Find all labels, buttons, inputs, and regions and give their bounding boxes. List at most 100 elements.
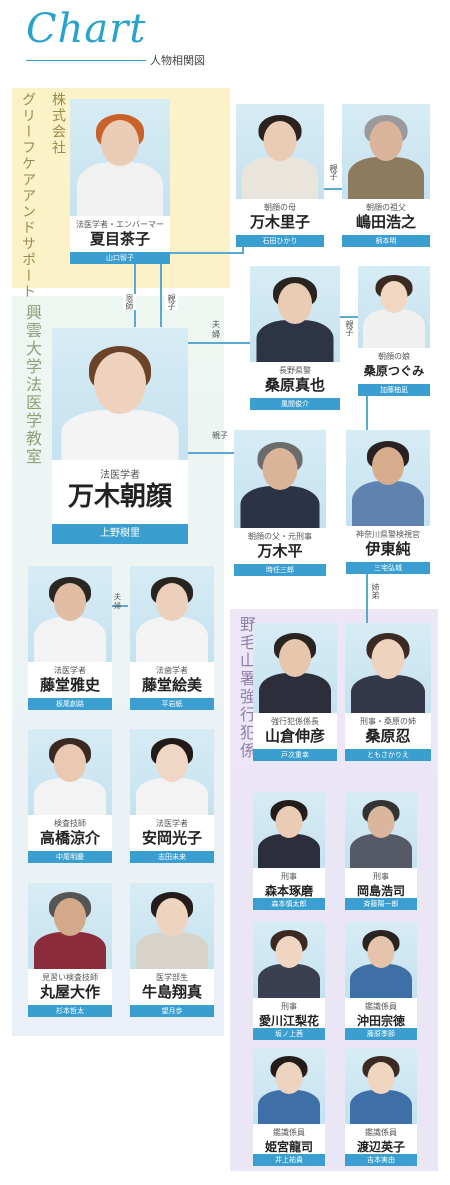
portrait-body: [61, 410, 179, 460]
portrait-body: [350, 1090, 412, 1124]
portrait-body: [259, 673, 331, 713]
portrait-face: [263, 121, 297, 161]
group-label-university: 興雲大学法医学教室: [23, 304, 42, 466]
character-name: 岡島浩司: [356, 884, 405, 898]
character-name: 桑原忍: [365, 727, 411, 745]
character-name: 丸屋大作: [39, 983, 100, 1001]
actor-name: 石田ひかり: [236, 235, 324, 247]
character-name: 藤堂雅史: [39, 676, 100, 694]
card-yamakura: 強行犯係係長山倉伸彦戸次重幸: [253, 623, 337, 761]
card-info: 刑事森本琢磨: [253, 868, 325, 898]
card-info: 朝顔の母万木里子: [236, 199, 324, 235]
character-name: 沖田宗徳: [356, 1014, 405, 1028]
portrait-photo: [345, 792, 417, 868]
portrait-body: [352, 481, 424, 526]
card-info: 朝顔の父・元刑事万木平: [234, 528, 326, 564]
portrait-face: [275, 806, 303, 838]
character-role: 検査技師: [54, 819, 86, 828]
character-name: 山倉伸彦: [264, 727, 325, 745]
card-info: 法歯学者藤堂絵美: [130, 662, 214, 698]
portrait-face: [278, 283, 312, 324]
card-watanabe: 鑑識係員渡辺英子吉本実由: [345, 1048, 417, 1166]
portrait-body: [258, 1090, 320, 1124]
character-name: 万木平: [257, 542, 303, 560]
character-role: 長野県警: [279, 366, 311, 375]
portrait-face: [371, 639, 405, 679]
portrait-body: [351, 675, 425, 713]
actor-name: 柄本明: [342, 235, 430, 247]
character-role: 朝顔の父・元刑事: [248, 532, 312, 541]
card-morimoto: 刑事森本琢磨森本慎太郎: [253, 792, 325, 910]
actor-name: 戸次重幸: [253, 749, 337, 761]
card-info: 朝顔の娘桑原つぐみ: [358, 348, 430, 384]
actor-name: ともさかりえ: [345, 749, 431, 761]
actor-name: 志田未来: [130, 851, 214, 863]
portrait-body: [350, 964, 412, 998]
portrait-photo: [70, 99, 170, 216]
card-info: 刑事・桑原の姉桑原忍: [345, 713, 431, 749]
character-name: 愛川江梨花: [258, 1014, 319, 1028]
character-role: 鑑識係員: [365, 1002, 397, 1011]
character-role: 法医学者: [54, 666, 86, 675]
character-name: 牛島翔真: [141, 983, 202, 1001]
card-himemiya: 鑑識係員姫宮龍司井上祐貴: [253, 1048, 325, 1166]
character-role: 神奈川県警検視官: [356, 530, 420, 539]
portrait-photo: [130, 566, 214, 662]
portrait-photo: [250, 266, 340, 362]
character-role: 法医学者: [156, 819, 188, 828]
portrait-face: [54, 744, 86, 782]
portrait-body: [34, 617, 106, 662]
relation-label-onshi: 恩師: [123, 294, 136, 310]
relation-label-oyako-daughter: 親子: [343, 320, 356, 336]
actor-name: 平岩紙: [130, 698, 214, 710]
character-name: 安岡光子: [141, 829, 202, 847]
card-info: 法医学者・エンバーマー夏目茶子: [70, 216, 170, 252]
portrait-photo: [130, 883, 214, 969]
portrait-body: [136, 778, 208, 815]
card-info: 神奈川県警検視官伊東純: [346, 526, 430, 562]
card-masashi: 法医学者藤堂雅史板尾創路: [28, 566, 112, 710]
card-aikawa: 刑事愛川江梨花坂ノ上茜: [253, 922, 325, 1040]
actor-name: 上野樹里: [52, 524, 188, 544]
portrait-body: [350, 834, 412, 868]
card-info: 法医学者安岡光子: [130, 815, 214, 851]
card-info: 検査技師高橋涼介: [28, 815, 112, 851]
portrait-photo: [253, 792, 325, 868]
card-maruya: 見習い検査技師丸屋大作杉本哲太: [28, 883, 112, 1017]
relation-label-oyako-father: 親子: [212, 431, 228, 440]
relation-label-fuufu-todo: 夫婦: [114, 593, 121, 610]
portrait-face: [54, 583, 86, 621]
card-emi: 法歯学者藤堂絵美平岩紙: [130, 566, 214, 710]
character-role: 朝顔の母: [264, 203, 296, 212]
card-info: 見習い検査技師丸屋大作: [28, 969, 112, 1005]
character-role: 強行犯係係長: [271, 717, 319, 726]
actor-name: 森本慎太郎: [253, 898, 325, 910]
line-asagao-father: [188, 452, 234, 454]
portrait-photo: [342, 104, 430, 199]
actor-name: 板尾創路: [28, 698, 112, 710]
character-name: 藤堂絵美: [141, 676, 202, 694]
portrait-photo: [358, 266, 430, 348]
portrait-face: [94, 352, 146, 414]
card-ito: 神奈川県警検視官伊東純三宅弘城: [346, 430, 430, 574]
chart-title: Chart: [26, 6, 147, 52]
character-role: 刑事: [373, 872, 389, 881]
character-name: 高橋涼介: [39, 829, 100, 847]
character-name: 万木朝顔: [67, 482, 172, 512]
character-name: 伊東純: [365, 540, 411, 558]
actor-name: 山口智子: [70, 252, 170, 264]
actor-name: 風間俊介: [250, 398, 340, 410]
character-role: 刑事: [281, 1002, 297, 1011]
character-role: 法医学者・エンバーマー: [76, 220, 164, 229]
relation-label-oyako-grandfather: 親子: [327, 164, 340, 180]
actor-name: 中尾明慶: [28, 851, 112, 863]
actor-name: 時任三郎: [234, 564, 326, 576]
character-role: 刑事: [281, 872, 297, 881]
actor-name: 藤原季節: [345, 1028, 417, 1040]
card-asagao: 法医学者万木朝顔上野樹里: [52, 328, 188, 544]
portrait-photo: [345, 922, 417, 998]
card-tsugumi: 朝顔の娘桑原つぐみ加藤柚凪: [358, 266, 430, 396]
actor-name: 加藤柚凪: [358, 384, 430, 396]
character-name: 桑原つぐみ: [363, 364, 425, 378]
portrait-photo: [28, 883, 112, 969]
